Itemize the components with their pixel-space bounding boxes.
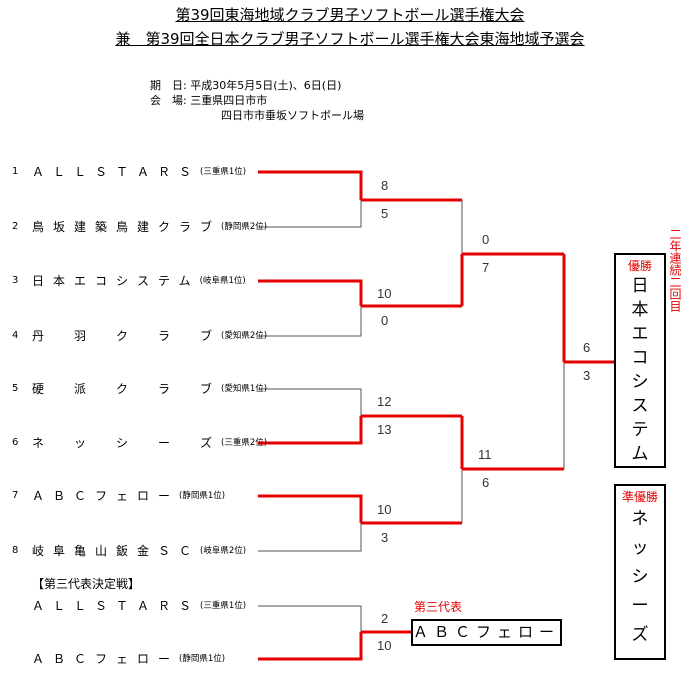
score-final-bottom: 3 xyxy=(583,368,591,383)
champion-note: 二年連続二回目 xyxy=(668,228,682,312)
team-name: 丹 羽 ク ラ ブ xyxy=(32,329,222,343)
team-number: 2 xyxy=(12,221,19,232)
date-label: 期 日: xyxy=(150,79,187,92)
team-prefecture: (静岡県2位) xyxy=(221,222,268,232)
score-sf2-top: 11 xyxy=(478,447,492,462)
score-r1m3-top: 12 xyxy=(377,394,392,409)
score-sf2-bottom: 6 xyxy=(482,475,490,490)
third-playoff-heading: 【第三代表決定戦】 xyxy=(32,577,141,591)
line-team-6 xyxy=(258,416,363,445)
third-team-1: ＡＬＬＳＴＡＲＳ (三重県1位) xyxy=(32,599,246,613)
team-row: 4 丹 羽 ク ラ ブ(愛知県2位) xyxy=(12,329,267,343)
line-team-1 xyxy=(258,170,363,200)
champion-name-char: テ xyxy=(631,420,649,440)
team-number: 4 xyxy=(12,330,19,341)
team-number: 7 xyxy=(12,490,19,501)
team-name: 硬 派 ク ラ ブ xyxy=(32,382,222,396)
line-third-team-2 xyxy=(258,632,363,661)
team-prefecture: (愛知県2位) xyxy=(221,331,268,341)
champion-name-char: ス xyxy=(631,396,649,416)
team-number: 8 xyxy=(12,545,19,556)
team-row: 1 ＡＬＬＳＴＡＲＳ(三重県1位) xyxy=(12,165,246,179)
champion-name: 日本エコシステム xyxy=(616,274,664,466)
runner-up-name-char: ネ xyxy=(631,509,649,529)
score-r1m2-top: 10 xyxy=(377,286,392,301)
line-team-4 xyxy=(258,306,362,337)
score-third-bottom: 10 xyxy=(377,638,392,653)
runner-up-name-char: ッ xyxy=(631,538,649,558)
third-team-1-name: ＡＬＬＳＴＡＲＳ xyxy=(32,599,201,613)
champion-name-char: 日 xyxy=(631,276,649,296)
line-third-team-1 xyxy=(258,605,362,632)
runner-up-label: 準優勝 xyxy=(621,490,658,504)
score-r1m1-bottom: 5 xyxy=(381,206,389,221)
champion-name-char: エ xyxy=(631,324,649,344)
date-value: 平成30年5月5日(土)、6日(日) xyxy=(190,79,342,92)
champion-name-char: コ xyxy=(631,348,649,368)
team-row: 5 硬 派 ク ラ ブ(愛知県1位) xyxy=(12,382,267,396)
champion-name-char: 本 xyxy=(631,300,649,320)
team-name: ＡＢＣフェロー xyxy=(32,489,180,503)
third-team-1-pref: (三重県1位) xyxy=(200,601,247,611)
champion-box: 優勝 日本エコシステム xyxy=(614,253,666,468)
score-final-top: 6 xyxy=(583,340,591,355)
team-number: 1 xyxy=(12,166,19,177)
team-name: ネ ッ シ ー ズ xyxy=(32,436,222,450)
team-prefecture: (静岡県1位) xyxy=(179,491,226,501)
champion-name-char: ム xyxy=(631,444,649,464)
score-r1m2-bottom: 0 xyxy=(381,313,389,328)
third-result-label: 第三代表 xyxy=(414,600,463,614)
runner-up-name-char: シ xyxy=(631,567,649,587)
team-number: 5 xyxy=(12,383,19,394)
score-r1m3-bottom: 13 xyxy=(377,422,392,437)
team-number: 6 xyxy=(12,437,19,448)
score-sf1-top: 0 xyxy=(482,232,490,247)
line-team-3 xyxy=(258,279,363,306)
score-r1m4-top: 10 xyxy=(377,502,392,517)
venue-label: 会 場: xyxy=(150,94,187,107)
team-row: 8 岐阜亀山鈑金ＳＣ(岐阜県2位) xyxy=(12,544,246,558)
champion-label: 優勝 xyxy=(627,259,652,273)
score-r1m4-bottom: 3 xyxy=(381,530,389,545)
team-row: 7 ＡＢＣフェロー(静岡県1位) xyxy=(12,489,225,503)
title-line-2: 兼 第39回全日本クラブ男子ソフトボール選手権大会東海地域予選会 xyxy=(115,30,585,48)
team-prefecture: (三重県2位) xyxy=(221,438,268,448)
runner-up-name-char: ー xyxy=(631,596,649,616)
third-team-2-pref: (静岡県1位) xyxy=(179,654,226,664)
team-prefecture: (岐阜県1位) xyxy=(199,276,246,286)
venue-value: 三重県四日市市 xyxy=(190,94,268,107)
runner-up-box: 準優勝 ネッシーズ xyxy=(614,484,666,660)
score-sf1-bottom: 7 xyxy=(482,260,490,275)
champion-name-char: シ xyxy=(631,372,649,392)
team-number: 3 xyxy=(12,275,19,286)
venue-info: 会 場: 三重県四日市市 xyxy=(150,93,267,108)
title-line-1: 第39回東海地域クラブ男子ソフトボール選手権大会 xyxy=(175,6,525,24)
line-team-8 xyxy=(258,523,362,552)
score-r1m1-top: 8 xyxy=(381,178,389,193)
runner-up-name: ネッシーズ xyxy=(616,505,664,650)
team-row: 6 ネ ッ シ ー ズ(三重県2位) xyxy=(12,436,267,450)
venue-detail: 四日市市垂坂ソフトボール場 xyxy=(221,109,364,122)
team-name: 岐阜亀山鈑金ＳＣ xyxy=(32,544,201,558)
third-team-2: ＡＢＣフェロー (静岡県1位) xyxy=(32,652,225,666)
runner-up-name-char: ズ xyxy=(631,625,649,645)
line-team-7 xyxy=(258,494,363,523)
score-third-top: 2 xyxy=(381,611,389,626)
third-result-box: ＡＢＣフェロー xyxy=(411,619,562,646)
team-name: 日本エコシステム xyxy=(32,274,200,288)
third-team-2-name: ＡＢＣフェロー xyxy=(32,652,180,666)
date-info: 期 日: 平成30年5月5日(土)、6日(日) xyxy=(150,78,341,93)
team-row: 2 鳥坂建築鳥建クラブ(静岡県2位) xyxy=(12,220,267,234)
team-name: ＡＬＬＳＴＡＲＳ xyxy=(32,165,201,179)
team-prefecture: (三重県1位) xyxy=(200,167,247,177)
line-team-2 xyxy=(258,200,362,228)
team-prefecture: (愛知県1位) xyxy=(221,384,268,394)
team-name: 鳥坂建築鳥建クラブ xyxy=(32,220,222,234)
team-prefecture: (岐阜県2位) xyxy=(200,546,247,556)
team-row: 3 日本エコシステム(岐阜県1位) xyxy=(12,274,246,288)
line-team-5 xyxy=(258,388,362,416)
